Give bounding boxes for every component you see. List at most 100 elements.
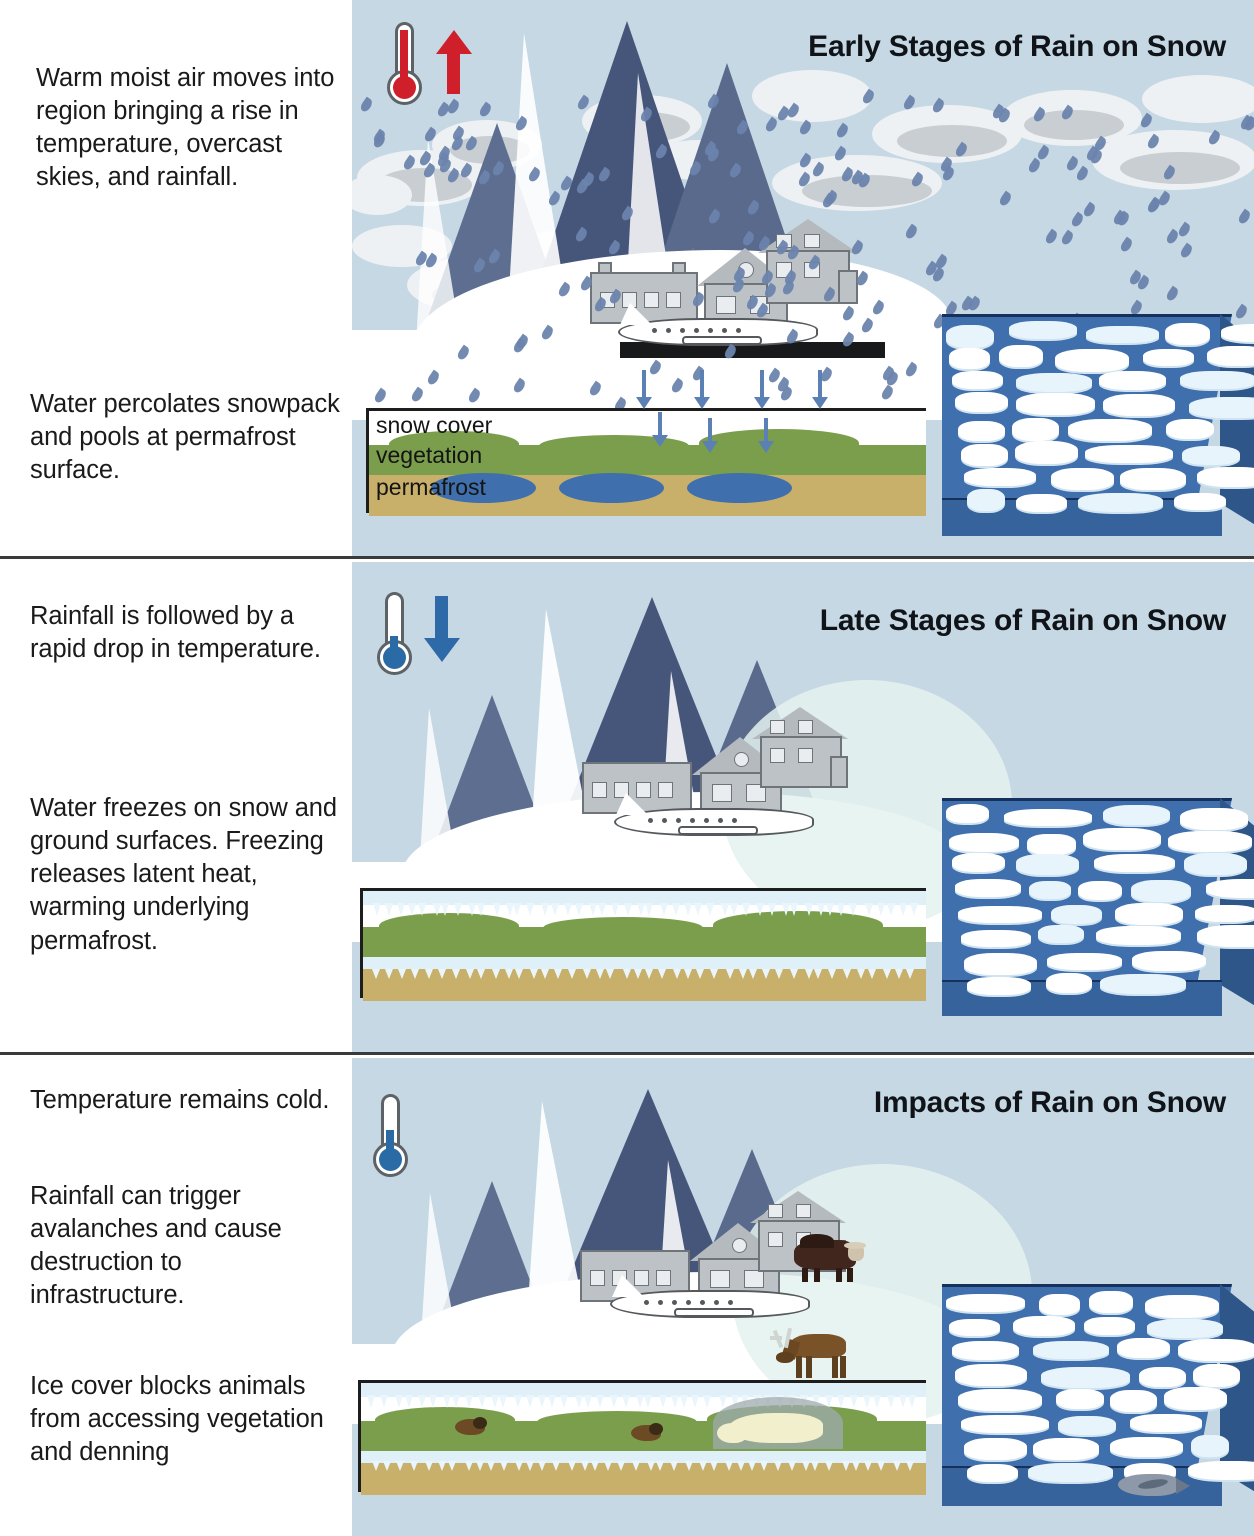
ice-floe [1120, 468, 1186, 490]
ice-crust-surface [363, 891, 926, 905]
ice-floe [1039, 1294, 1080, 1315]
percolation-arrow [812, 370, 828, 409]
icicle [814, 969, 822, 982]
cloud [1142, 75, 1254, 123]
ice-floe [967, 977, 1031, 995]
ice-floe [1016, 494, 1067, 512]
icicle [624, 903, 632, 919]
ice-floe [961, 444, 1008, 466]
round-window [732, 1238, 747, 1253]
icicle [405, 1395, 413, 1411]
ice-floe [946, 325, 994, 348]
icicle [500, 1461, 508, 1474]
icicle [647, 1461, 655, 1474]
ice-floe [1221, 324, 1254, 342]
runway [620, 342, 885, 358]
ice-floe [1078, 881, 1122, 900]
vegetation-tuft [375, 1407, 515, 1433]
icicle [385, 903, 393, 919]
ice-floe [1084, 1317, 1135, 1335]
icicle [749, 969, 757, 982]
icicle [425, 1461, 433, 1474]
raindrop [1026, 157, 1043, 175]
ice-floe [1058, 1416, 1116, 1435]
ice-layer-permafrost [363, 957, 926, 969]
roof-edge [692, 248, 694, 250]
ice-floe [955, 879, 1021, 897]
icicle [893, 1461, 901, 1474]
musk-ox-hump [800, 1234, 834, 1248]
airplane-wing [678, 826, 758, 835]
caribou-leg [840, 1356, 846, 1378]
ice-floe [964, 1438, 1027, 1460]
ice-floe [1130, 1414, 1202, 1432]
ice-floe [1164, 1387, 1227, 1410]
round-window [734, 752, 749, 767]
icicle [760, 1461, 768, 1474]
icicle [899, 1395, 907, 1411]
icicle [865, 903, 873, 919]
ice-floe [1051, 905, 1102, 924]
ice-floe [1078, 493, 1163, 512]
icicle [826, 903, 834, 919]
window [796, 1204, 811, 1218]
icicle [636, 1395, 644, 1411]
ice-floe [1197, 925, 1254, 947]
icicle [699, 1461, 707, 1474]
icicle [726, 969, 734, 982]
icicle [825, 1461, 833, 1474]
thermometer-fill [390, 636, 398, 654]
icicle [670, 1461, 678, 1474]
icicle [575, 903, 583, 919]
ice-floe [1166, 419, 1214, 439]
icicle [887, 903, 895, 919]
icicle [425, 969, 433, 982]
icicle [817, 903, 825, 919]
thermometer-cold [370, 1094, 412, 1180]
airplane-window [714, 1300, 719, 1305]
icicle [367, 1395, 375, 1411]
musk-ox [792, 1230, 872, 1286]
raindrop [1043, 228, 1060, 246]
icicle [398, 969, 406, 982]
icicle [645, 969, 653, 982]
icicle [487, 1461, 495, 1474]
icicle [617, 1461, 625, 1474]
icicle [554, 969, 562, 982]
ice-floe [949, 833, 1019, 852]
icicle [895, 969, 903, 982]
icicle [737, 1461, 745, 1474]
raindrop [1059, 229, 1076, 247]
icicle [719, 1395, 727, 1411]
icicle [429, 1395, 437, 1411]
raindrop [1118, 236, 1135, 254]
ice-floe [961, 1415, 1049, 1433]
icicle [864, 1461, 872, 1474]
icicle [564, 903, 572, 919]
icicle [863, 1395, 871, 1411]
icicle [493, 903, 501, 919]
icicle [680, 1395, 688, 1411]
icicle [477, 969, 485, 982]
icicle [696, 969, 704, 982]
ground-cross-section [366, 408, 926, 516]
icicle [790, 903, 798, 919]
icicle [418, 1395, 426, 1411]
ice-floe [1086, 326, 1159, 343]
icicle [906, 969, 914, 982]
vegetation-tuft [699, 429, 859, 457]
airplane-tail [616, 790, 648, 815]
icicle [541, 969, 549, 982]
ice-floe [952, 371, 1003, 389]
caribou [770, 1326, 860, 1382]
icicle [372, 1461, 380, 1474]
icicle [513, 903, 521, 919]
meltwater-pool [559, 473, 664, 503]
raindrop [1069, 211, 1086, 229]
ice-floe [1207, 346, 1254, 366]
icicle [850, 1395, 858, 1411]
icicle [910, 903, 918, 919]
icicle [492, 969, 500, 982]
ice-floe [1013, 1316, 1075, 1336]
icicle [548, 1395, 556, 1411]
